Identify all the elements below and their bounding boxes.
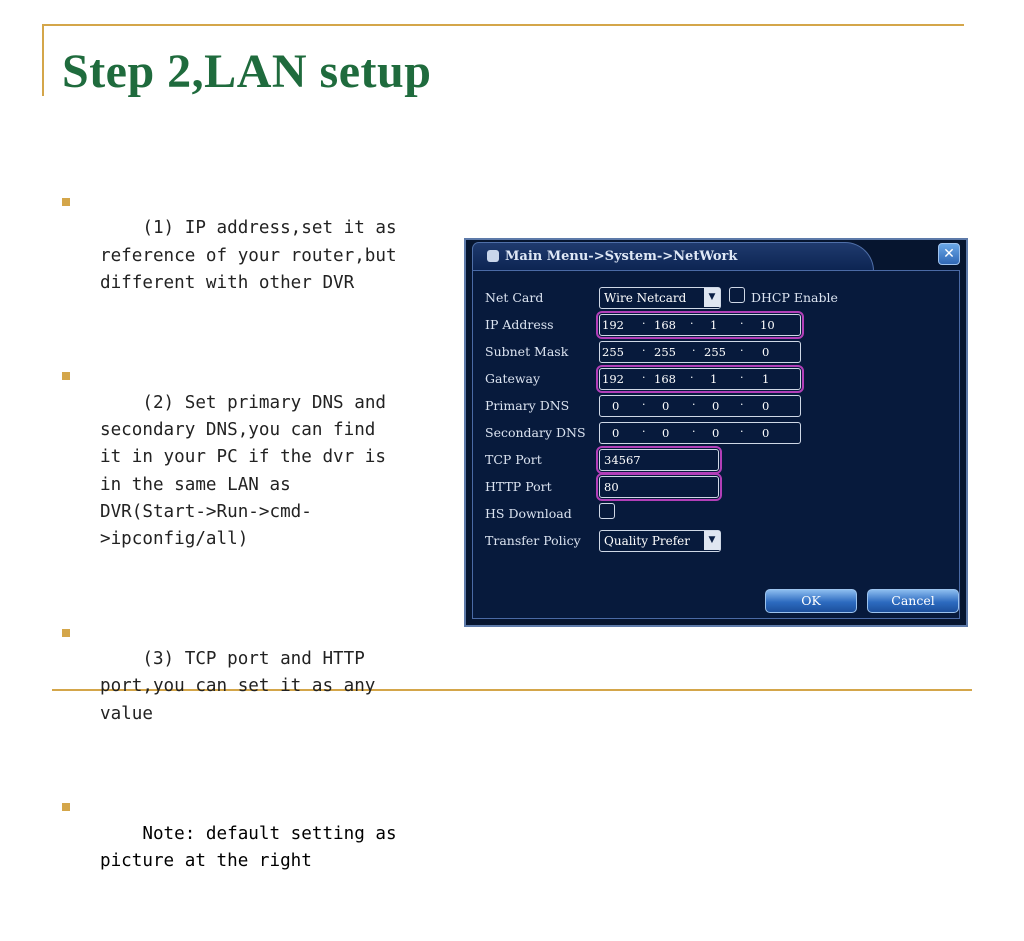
row-net-card: Net Card Wire Netcard ▼ DHCP Enable [485, 286, 965, 310]
ip-octet: 168 [654, 318, 676, 332]
slide-top-rule [42, 24, 964, 26]
bullet-marker [62, 198, 70, 206]
gateway-octet: 168 [654, 372, 676, 386]
ip-address-label: IP Address [485, 317, 554, 332]
bullet-marker [62, 372, 70, 381]
transfer-policy-select[interactable]: Quality Prefer ▼ [599, 530, 721, 552]
row-transfer-policy: Transfer Policy Quality Prefer ▼ [485, 529, 965, 553]
gateway-label: Gateway [485, 371, 541, 386]
octet-separator: · [642, 371, 646, 384]
dns-octet: 0 [712, 399, 720, 413]
close-icon[interactable]: ✕ [938, 243, 960, 265]
window-title: Main Menu->System->NetWork [505, 249, 738, 264]
dhcp-enable-checkbox[interactable] [729, 287, 745, 303]
octet-separator: · [692, 398, 696, 411]
octet-separator: · [642, 398, 646, 411]
ok-button[interactable]: OK [765, 589, 857, 613]
octet-separator: · [642, 317, 646, 330]
gateway-octet: 1 [762, 372, 770, 386]
row-hs-download: HS Download [485, 502, 965, 526]
row-gateway: Gateway 192 · 168 · 1 · 1 [485, 365, 965, 393]
dns-octet: 0 [612, 399, 620, 413]
subnet-mask-field[interactable]: 255 · 255 · 255 · 0 [599, 341, 801, 363]
tcp-port-label: TCP Port [485, 452, 542, 467]
octet-separator: · [740, 398, 744, 411]
transfer-policy-label: Transfer Policy [485, 533, 581, 548]
bullet-text: (1) IP address,set it as reference of yo… [100, 218, 397, 293]
octet-separator: · [740, 425, 744, 438]
hs-download-checkbox[interactable] [599, 503, 615, 519]
dns-octet: 0 [762, 426, 770, 440]
dhcp-enable-label: DHCP Enable [751, 290, 838, 305]
window-title-tab: Main Menu->System->NetWork [472, 242, 874, 271]
subnet-octet: 255 [602, 345, 624, 359]
slide-title: Step 2,LAN setup [62, 45, 432, 98]
bullet-text: (2) Set primary DNS and secondary DNS,yo… [100, 392, 386, 550]
gateway-octet: 1 [710, 372, 718, 386]
row-http-port: HTTP Port 80 [485, 473, 965, 501]
bullet-marker [62, 803, 70, 812]
transfer-policy-value: Quality Prefer [604, 534, 691, 548]
row-tcp-port: TCP Port 34567 [485, 446, 965, 474]
slide-left-rule [42, 24, 44, 96]
http-port-field[interactable]: 80 [596, 473, 722, 501]
gateway-octet: 192 [602, 372, 624, 386]
octet-separator: · [740, 371, 744, 384]
row-primary-dns: Primary DNS 0 · 0 · 0 · 0 [485, 394, 965, 418]
bullet-list: (1) IP address,set it as reference of yo… [60, 188, 430, 941]
primary-dns-field[interactable]: 0 · 0 · 0 · 0 [599, 395, 801, 417]
tcp-port-value: 34567 [604, 453, 641, 467]
net-card-select[interactable]: Wire Netcard ▼ [599, 287, 721, 309]
octet-separator: · [690, 317, 694, 330]
primary-dns-label: Primary DNS [485, 398, 570, 413]
octet-separator: · [642, 425, 646, 438]
bullet-dns: (2) Set primary DNS and secondary DNS,yo… [60, 362, 430, 580]
octet-separator: · [690, 371, 694, 384]
secondary-dns-label: Secondary DNS [485, 425, 586, 440]
bullet-note: Note: default setting as picture at the … [60, 793, 430, 902]
row-subnet-mask: Subnet Mask 255 · 255 · 255 · 0 [485, 340, 965, 364]
http-port-value: 80 [604, 480, 619, 494]
hs-download-label: HS Download [485, 506, 572, 521]
net-card-value: Wire Netcard [604, 291, 687, 305]
octet-separator: · [692, 344, 696, 357]
dns-octet: 0 [612, 426, 620, 440]
menu-icon [487, 250, 499, 262]
dns-octet: 0 [712, 426, 720, 440]
dns-octet: 0 [662, 399, 670, 413]
dvr-network-window: Main Menu->System->NetWork ✕ Net Card Wi… [464, 238, 968, 627]
secondary-dns-field[interactable]: 0 · 0 · 0 · 0 [599, 422, 801, 444]
bullet-marker [62, 628, 70, 637]
octet-separator: · [740, 317, 744, 330]
octet-separator: · [642, 344, 646, 357]
subnet-octet: 0 [762, 345, 770, 359]
octet-separator: · [740, 344, 744, 357]
subnet-mask-label: Subnet Mask [485, 344, 569, 359]
row-ip-address: IP Address 192 · 168 · 1 · 10 [485, 311, 965, 339]
ip-address-field[interactable]: 192 · 168 · 1 · 10 [596, 311, 804, 339]
row-secondary-dns: Secondary DNS 0 · 0 · 0 · 0 [485, 421, 965, 445]
chevron-down-icon: ▼ [704, 288, 720, 307]
bullet-ip-address: (1) IP address,set it as reference of yo… [60, 188, 430, 324]
subnet-octet: 255 [654, 345, 676, 359]
http-port-label: HTTP Port [485, 479, 552, 494]
chevron-down-icon: ▼ [704, 531, 720, 550]
ip-octet: 1 [710, 318, 718, 332]
net-card-label: Net Card [485, 290, 544, 305]
slide-bottom-rule [52, 689, 972, 691]
bullet-ports: (3) TCP port and HTTP port,you can set i… [60, 619, 430, 755]
octet-separator: · [692, 425, 696, 438]
dns-octet: 0 [662, 426, 670, 440]
bullet-text: (3) TCP port and HTTP port,you can set i… [100, 649, 376, 724]
ip-octet: 10 [760, 318, 775, 332]
gateway-field[interactable]: 192 · 168 · 1 · 1 [596, 365, 804, 393]
bullet-text: Note: default setting as picture at the … [100, 823, 397, 871]
tcp-port-field[interactable]: 34567 [596, 446, 722, 474]
subnet-octet: 255 [704, 345, 726, 359]
ip-octet: 192 [602, 318, 624, 332]
cancel-button[interactable]: Cancel [867, 589, 959, 613]
network-form: Net Card Wire Netcard ▼ DHCP Enable IP A… [472, 270, 960, 619]
dns-octet: 0 [762, 399, 770, 413]
